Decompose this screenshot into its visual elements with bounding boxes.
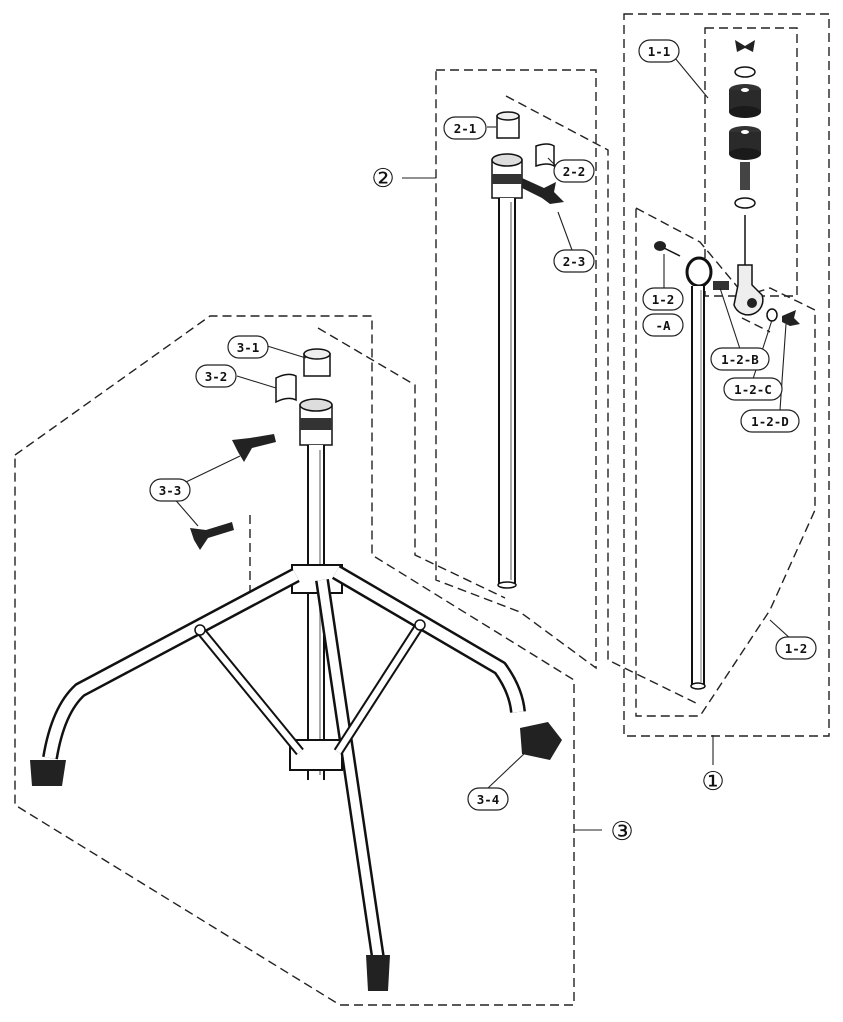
alignment-line-a (505, 95, 701, 706)
label-1-2-a: 1-2 -A (642, 287, 684, 337)
spring-1-2-b-icon (713, 281, 729, 290)
svg-text:3-4: 3-4 (477, 792, 500, 807)
washer-bottom-icon (734, 197, 756, 209)
alignment-line-b (317, 327, 506, 599)
label-1-2-c: 1-2-C (723, 377, 783, 401)
pipe-eye-icon (685, 256, 713, 288)
label-1-2: 1-2 (775, 636, 817, 660)
group-boundaries (14, 13, 830, 1006)
sleeve-icon (740, 162, 750, 190)
svg-text:2-2: 2-2 (563, 164, 586, 179)
assembly-2-parts (491, 111, 564, 589)
felt-upper-icon (729, 84, 761, 118)
label-2-1: 2-1 (443, 116, 487, 140)
washer-1-2-c-icon (766, 308, 778, 322)
tilter-icon (733, 264, 764, 316)
rubber-foot-3-4-icon (520, 722, 562, 760)
svg-text:3-1: 3-1 (237, 340, 260, 355)
label-3-1: 3-1 (227, 335, 269, 359)
alignment-line-d (741, 290, 771, 333)
label-2-3: 2-3 (553, 249, 595, 273)
svg-text:3-2: 3-2 (205, 369, 228, 384)
assembly-1-boundary (623, 13, 830, 737)
screw-1-2-a-icon (654, 241, 681, 257)
svg-text:1-2: 1-2 (652, 292, 675, 307)
assembly-3-parts (30, 348, 562, 991)
assembly-1-label: ① (701, 767, 724, 797)
part-1-2-boundary (635, 206, 816, 717)
assembly-callouts: ① ② ③ (371, 164, 724, 847)
assembly-2-label: ② (371, 164, 394, 194)
label-1-1: 1-1 (638, 39, 680, 63)
shim-2-2-icon (535, 143, 555, 168)
rubber-foot-front-icon (366, 955, 390, 991)
wing-bolt-3-3-lower-icon (190, 522, 234, 550)
alignment-lines (249, 95, 771, 706)
part-labels: 1-1 1-2 1-2 -A 1-2-B 1-2-C 1-2-D 2-1 (149, 39, 817, 811)
felt-lower-icon (729, 126, 761, 160)
label-1-2-b: 1-2-B (710, 347, 770, 371)
wing-bolt-1-2-d-icon (782, 310, 800, 326)
bushing-2-1-icon (496, 111, 520, 139)
svg-text:1-2: 1-2 (785, 641, 808, 656)
svg-text:1-2-D: 1-2-D (751, 414, 789, 429)
rubber-foot-left-icon (30, 760, 66, 786)
svg-text:2-3: 2-3 (563, 254, 586, 269)
clamp-collar-2-icon (491, 153, 523, 199)
assembly-2-boundary (435, 69, 597, 670)
label-1-2-d: 1-2-D (740, 409, 800, 433)
shim-3-2-icon (275, 373, 297, 404)
assembly-1-parts (654, 40, 800, 690)
wing-bolt-3-3-upper-icon (232, 434, 276, 462)
assembly-3-label: ③ (610, 817, 633, 847)
bushing-3-1-icon (303, 348, 331, 377)
svg-text:1-2-B: 1-2-B (721, 352, 759, 367)
label-3-4: 3-4 (467, 787, 509, 811)
clamp-collar-3-icon (299, 398, 333, 446)
leg-left-icon (42, 567, 300, 760)
svg-text:-A: -A (655, 318, 671, 333)
label-3-2: 3-2 (195, 364, 237, 388)
svg-text:1-1: 1-1 (648, 44, 671, 59)
svg-text:2-1: 2-1 (454, 121, 477, 136)
svg-text:3-3: 3-3 (159, 483, 182, 498)
wing-nut-top-icon (735, 40, 755, 52)
label-3-3: 3-3 (149, 478, 191, 502)
label-2-2: 2-2 (553, 159, 595, 183)
svg-text:1-2-C: 1-2-C (734, 382, 772, 397)
wing-bolt-2-3-icon (522, 178, 564, 204)
leader-lines (171, 57, 793, 831)
washer-top-icon (734, 66, 756, 78)
